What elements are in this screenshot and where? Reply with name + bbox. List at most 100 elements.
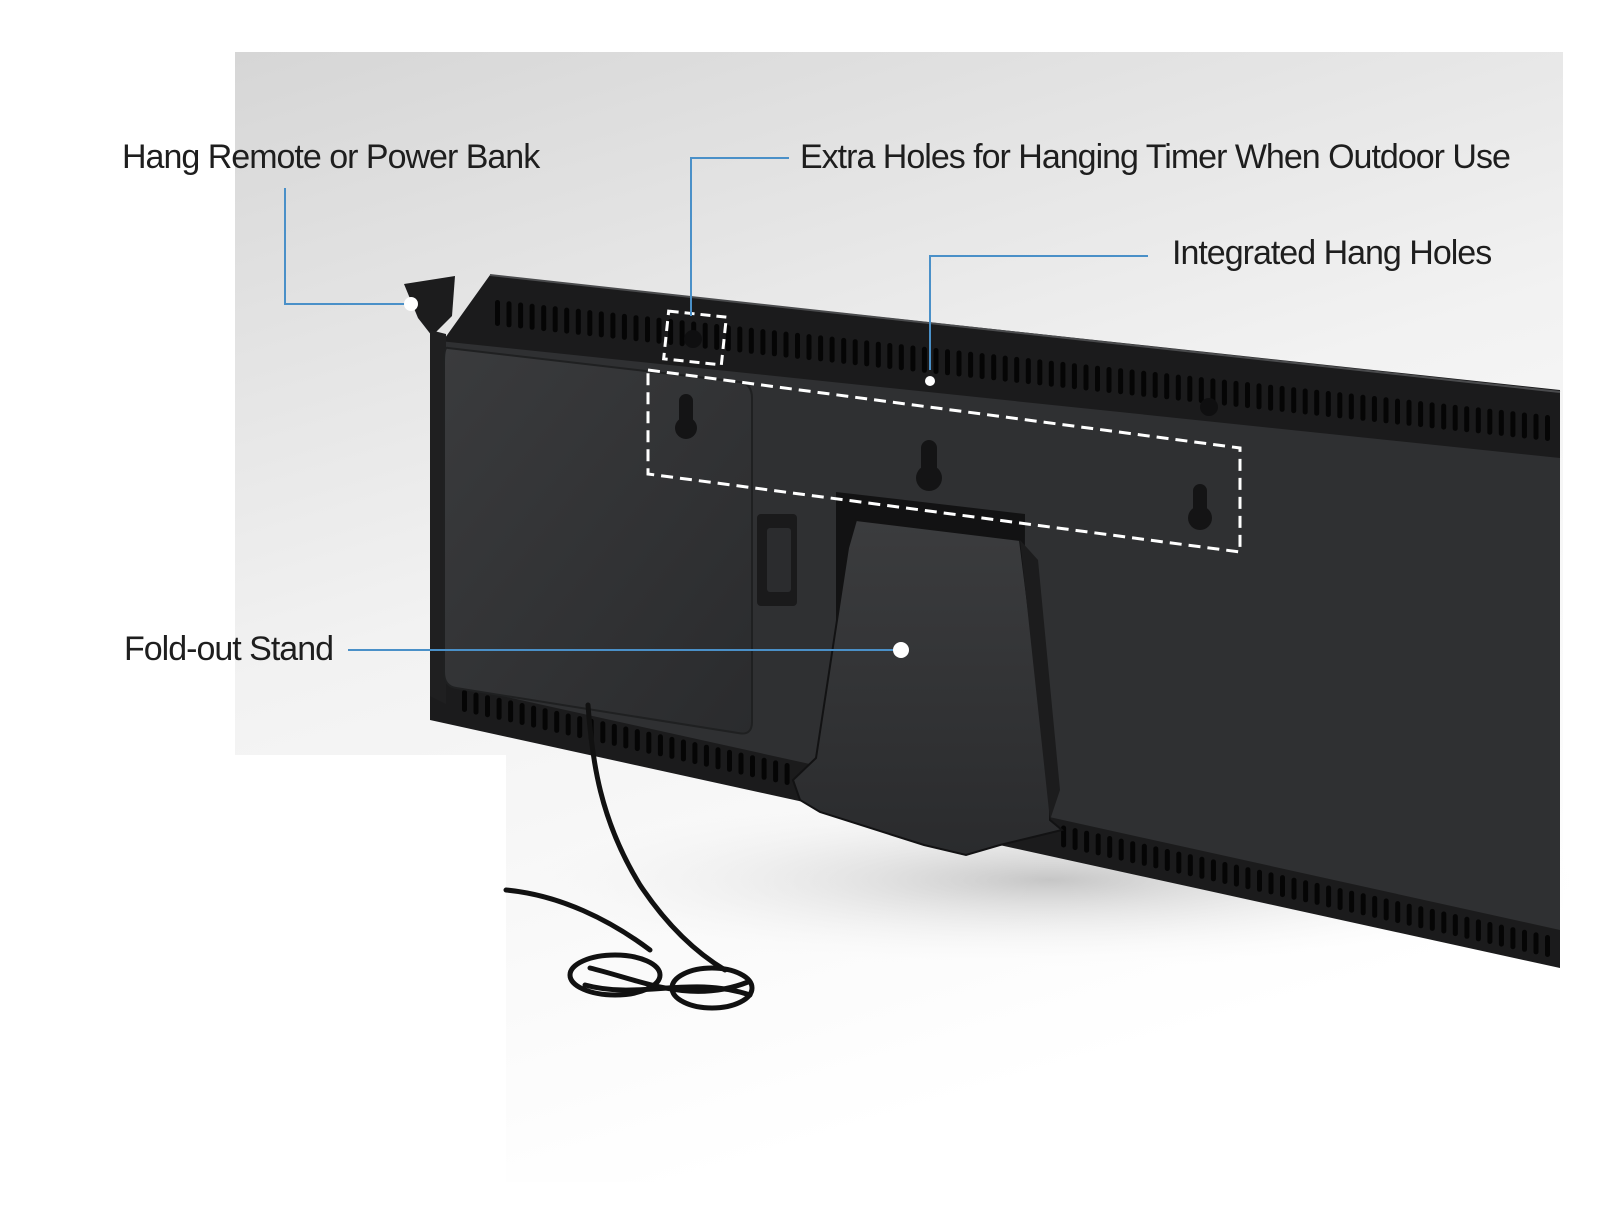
vent-slot [715,747,721,770]
vent-slot [623,726,629,749]
vent-slot [1291,877,1297,900]
vent-slot [1510,411,1516,438]
vent-slot [933,348,939,374]
bottom-vent-slots [462,690,1550,957]
vent-slot [1199,856,1205,879]
vent-slot [773,760,779,783]
vent-slot [587,310,593,337]
vent-slot [1153,846,1159,869]
vent-slot [1522,929,1527,952]
vent-slot [750,755,755,778]
vent-slot [600,721,606,744]
vent-slot [1071,363,1077,390]
vent-slot [1222,862,1228,884]
vent-slot [887,343,893,369]
vent-slot [714,324,720,350]
vent-slot [1429,402,1435,429]
vent-slot [1245,867,1251,890]
vent-slot [598,311,604,338]
vent-slot [518,302,524,329]
vent-slot [1487,922,1493,944]
vent-slot [656,317,662,344]
marker-dot-integrated [925,376,935,386]
hang-hole-right [1188,484,1212,530]
vent-slot [1360,394,1366,421]
vent-slot [1371,396,1377,422]
vent-slot [1118,838,1124,861]
vent-slot [979,353,985,380]
vent-slot [1533,932,1539,955]
vent-slot [541,305,547,332]
vent-slot [679,320,685,347]
vent-slot [657,734,663,757]
vent-slot [1533,413,1539,440]
vent-slot [795,332,800,359]
vent-slot [610,312,616,339]
vent-slot [1418,906,1424,929]
vent-slot [1452,404,1458,431]
vent-slot [1429,908,1435,931]
vent-slot [841,337,847,364]
vent-slot [703,744,709,767]
vent-slot [727,749,732,772]
vent-slot [725,325,731,352]
vent-slot [1152,372,1158,398]
top-vent-slots [495,300,1550,441]
extra-holes-highlight [662,309,728,367]
cutout-block [0,755,506,1230]
vent-slot [1475,407,1481,434]
vent-slot [669,736,675,759]
vent-slot [1141,370,1147,397]
vent-slot [737,326,743,353]
leader-lines [284,157,1148,651]
vent-slot [1176,851,1182,874]
vent-slot [1060,361,1066,388]
vent-slot [898,344,904,371]
vent-slot [1210,859,1216,882]
vent-slot [1025,358,1031,385]
vent-slot [680,739,686,762]
callout-hang-remote: Hang Remote or Power Bank [122,138,540,176]
vent-slot [1187,854,1193,877]
vent-slot [1164,849,1170,871]
vent-slot [1406,903,1412,926]
vent-slot [485,695,490,718]
vent-slot [1314,389,1320,416]
vent-slot [783,331,789,358]
vent-slot [645,316,650,343]
vent-slot [748,327,754,354]
vent-slot [1452,914,1458,937]
vent-slot [1095,833,1101,856]
vent-slot [1233,380,1239,407]
vent-slot [760,329,766,356]
vent-slot [1545,935,1550,957]
vent-slot [646,731,652,754]
vent-slot [864,340,870,367]
hang-hole-center [916,440,942,491]
power-cable [503,702,755,1011]
vent-slot [806,334,812,361]
vent-slot [852,339,858,366]
vent-slot [1233,864,1239,887]
vent-slot [1014,356,1020,383]
hang-hole-left [675,394,697,439]
vent-slot [956,350,962,377]
vent-slot [1037,359,1043,386]
vent-slot [1141,843,1147,866]
vent-slot [784,763,790,785]
vent-slot [1395,398,1400,425]
vent-slot [495,300,500,326]
vent-slot [1107,836,1113,858]
vent-slot [1418,401,1424,428]
vent-slot [1106,367,1112,393]
vent-slot [496,697,502,720]
vent-slot [921,346,927,373]
vent-slot [1383,397,1389,424]
vent-slot [1291,387,1297,414]
extra-hole-2 [1200,398,1218,416]
vent-slot [1464,916,1470,939]
vent-slot [1383,898,1389,921]
vent-slot [771,330,777,357]
extra-hole-1 [684,330,702,348]
